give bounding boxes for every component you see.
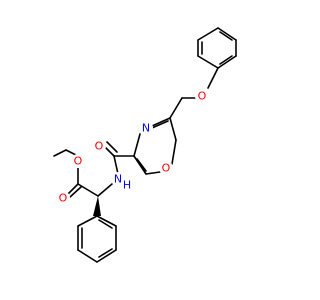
ether-oxygen-label: O <box>198 90 207 103</box>
ester-oxygen-label: O <box>74 155 83 168</box>
amide-nitrogen-label: N <box>114 173 122 186</box>
phenoxy-ring <box>197 27 237 69</box>
carboxamide <box>103 141 135 175</box>
oxazole-oxygen-label: O <box>162 162 171 175</box>
amide-hydrogen-label: H <box>123 179 131 192</box>
phenyl-ring <box>77 215 117 263</box>
alpha-carbon-bonds <box>77 183 113 216</box>
atom-labels: O N O O N H O O <box>56 89 209 205</box>
molecule-structure: O N O O N H O O <box>53 27 237 263</box>
carbonyl-oxygen-label: O <box>95 140 104 153</box>
ester-carbonyl-oxygen-label: O <box>59 192 68 205</box>
oxazole-ring <box>133 117 177 175</box>
wedge-bond <box>93 196 101 216</box>
oxazole-nitrogen-label: N <box>142 122 150 135</box>
oxymethyl-linker <box>169 67 219 119</box>
